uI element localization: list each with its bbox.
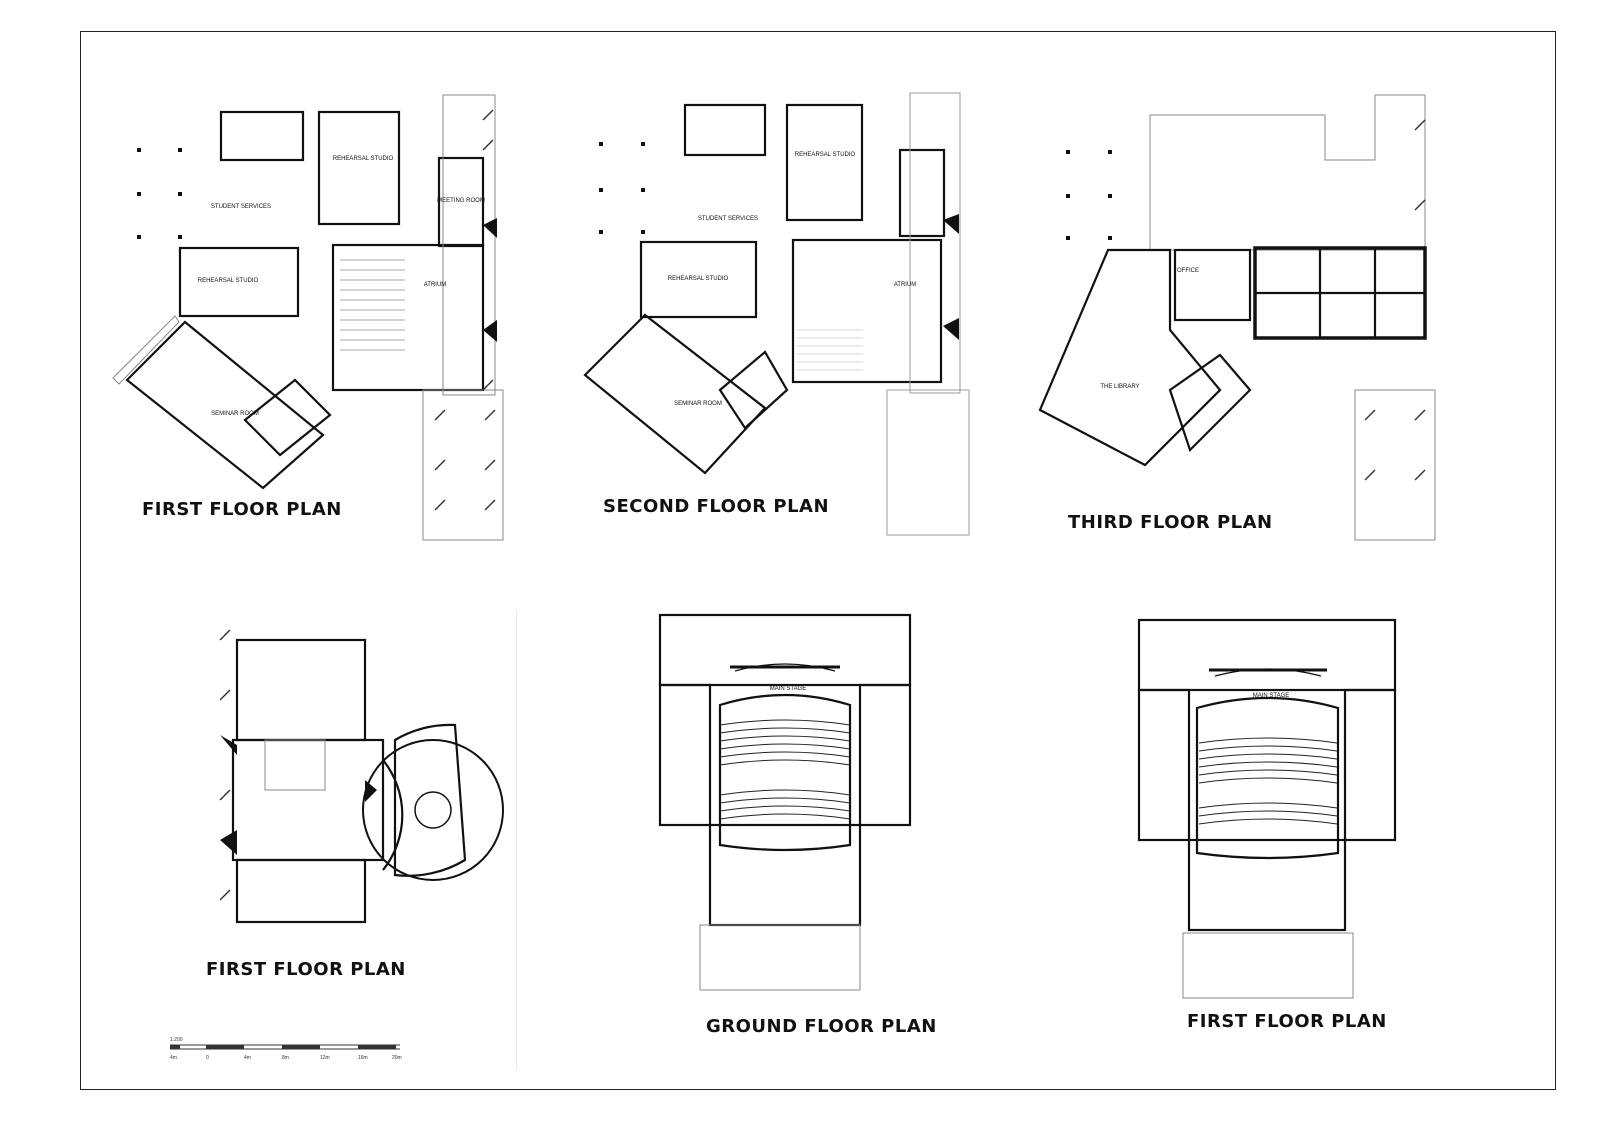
scale-tick-5: 16m [358,1055,368,1061]
label-meeting-room-1: MEETING ROOM [437,198,485,204]
scale-tick-0: 4m [170,1055,177,1061]
plan-first-floor-a: REHEARSAL STUDIO STUDENT SERVICES MEETIN… [105,90,515,550]
scale-tick-2: 4m [244,1055,251,1061]
label-rehearsal-studio-4: REHEARSAL STUDIO [668,276,729,282]
drawing-sheet [80,31,1556,1090]
label-atrium-1: ATRIUM [424,282,447,288]
scale-bar: 1:200 4m 0 4m 8m 12m 16m 20m [170,1035,410,1070]
scale-tick-1: 0 [206,1055,209,1061]
label-student-services-2: STUDENT SERVICES [698,216,758,222]
label-atrium-2: ATRIUM [894,282,917,288]
caption-first-floor-a: FIRST FLOOR PLAN [142,499,342,520]
scale-ratio: 1:200 [170,1037,183,1043]
caption-ground-floor: GROUND FLOOR PLAN [706,1016,937,1037]
caption-third-floor: THIRD FLOOR PLAN [1068,512,1273,533]
plan-second-floor-drawing: REHEARSAL STUDIO STUDENT SERVICES REHEAR… [583,92,970,536]
plan-ground-floor: MAIN STAGE [650,605,930,1005]
plan-first-floor-b-drawing [219,629,504,924]
label-rehearsal-studio-3: REHEARSAL STUDIO [795,152,856,158]
plan-second-floor: REHEARSAL STUDIO STUDENT SERVICES REHEAR… [575,90,975,540]
panel-divider [516,610,517,1070]
label-seminar-room-2: SEMINAR ROOM [674,401,722,407]
plan-first-floor-b [215,620,515,950]
label-office: OFFICE [1177,268,1199,274]
label-library: THE LIBRARY [1100,384,1139,390]
scale-tick-4: 12m [320,1055,330,1061]
label-seminar-room-1: SEMINAR ROOM [211,411,259,417]
label-rehearsal-studio-1: REHEARSAL STUDIO [333,156,394,162]
scale-bar-drawing: 1:200 4m 0 4m 8m 12m 16m 20m [170,1037,402,1061]
label-main-stage-1: MAIN STAGE [770,686,807,692]
label-main-stage-2: MAIN STAGE [1253,693,1290,699]
label-student-services-1: STUDENT SERVICES [211,204,271,210]
plan-third-floor: OFFICE THE LIBRARY [1020,90,1450,550]
plan-first-floor-c-drawing: MAIN STAGE [1137,618,1397,999]
caption-first-floor-c: FIRST FLOOR PLAN [1187,1011,1387,1032]
plan-third-floor-drawing: OFFICE THE LIBRARY [1038,94,1436,541]
plan-first-floor-a-drawing: REHEARSAL STUDIO STUDENT SERVICES MEETIN… [112,94,504,541]
caption-second-floor: SECOND FLOOR PLAN [603,496,830,517]
label-rehearsal-studio-2: REHEARSAL STUDIO [198,278,259,284]
scale-tick-3: 8m [282,1055,289,1061]
plan-ground-floor-drawing: MAIN STAGE [658,613,912,991]
scale-tick-6: 20m [392,1055,402,1061]
caption-first-floor-b: FIRST FLOOR PLAN [206,959,406,980]
plan-first-floor-c: MAIN STAGE [1133,608,1413,1008]
